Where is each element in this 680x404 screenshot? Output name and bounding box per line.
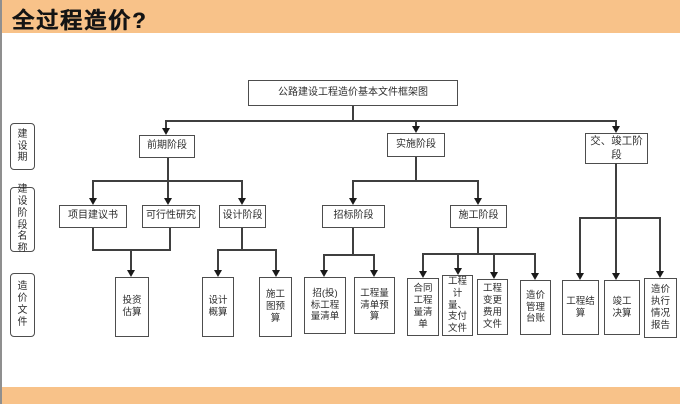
connector-vline — [579, 218, 581, 273]
connector-vline — [422, 254, 424, 271]
connector-vline — [659, 218, 661, 271]
connector-vline — [352, 228, 354, 255]
connector-vline — [615, 163, 617, 218]
connector-vline — [477, 228, 479, 254]
connector-vline — [352, 181, 354, 198]
arrow-down-icon — [612, 126, 620, 133]
arrow-down-icon — [419, 271, 427, 278]
connector-vline — [493, 254, 495, 272]
connector-vline — [373, 255, 375, 270]
connector-vline — [130, 250, 132, 270]
node-bidding-stage: 招标阶段 — [322, 205, 385, 228]
arrow-down-icon — [127, 270, 135, 277]
footer-bar — [2, 387, 680, 404]
connector-hline — [323, 254, 375, 256]
connector-vline — [217, 250, 219, 270]
arrow-down-icon — [612, 273, 620, 280]
connector-vline — [169, 228, 171, 250]
connector-hline — [92, 180, 243, 182]
connector-vline — [615, 121, 617, 127]
side-label-cost-docs: 造价文件 — [10, 273, 35, 337]
page-title: 全过程造价? — [12, 8, 148, 33]
connector-vline — [534, 254, 536, 273]
connector-vline — [92, 181, 94, 198]
connector-hline — [579, 217, 661, 219]
connector-vline — [241, 228, 243, 250]
arrow-down-icon — [531, 273, 539, 280]
node-root: 公路建设工程造价基本文件框架图 — [248, 80, 458, 106]
connector-vline — [615, 218, 617, 273]
node-execution-report: 造价执行情况报告 — [644, 278, 677, 338]
node-settlement: 工程结算 — [562, 280, 599, 335]
arrow-down-icon — [412, 126, 420, 133]
node-construction-drawing-budget: 施工图预算 — [259, 277, 292, 337]
node-cost-ledger: 造价管理台账 — [520, 280, 551, 335]
connector-hline — [422, 253, 536, 255]
node-investment-estimate: 投资估算 — [115, 277, 149, 337]
node-contract-boq: 合同工程量清单 — [407, 278, 439, 336]
connector-vline — [167, 158, 169, 199]
connector-vline — [323, 255, 325, 270]
connector-vline — [241, 181, 243, 198]
arrow-down-icon — [320, 270, 328, 277]
node-impl-stage: 实施阶段 — [387, 133, 445, 157]
arrow-down-icon — [349, 198, 357, 205]
arrow-down-icon — [370, 270, 378, 277]
node-final-accounts: 竣工决算 — [604, 280, 640, 335]
node-boq-budget: 工程量清单预算 — [354, 277, 395, 334]
arrow-down-icon — [576, 273, 584, 280]
connector-vline — [165, 121, 167, 129]
arrow-down-icon — [164, 198, 172, 205]
arrow-down-icon — [474, 198, 482, 205]
arrow-down-icon — [238, 198, 246, 205]
node-handover-stage: 交、竣工阶段 — [585, 133, 648, 164]
arrow-down-icon — [214, 270, 222, 277]
node-feasibility-study: 可行性研究 — [142, 205, 200, 228]
node-change-cost-docs: 工程变更费用文件 — [477, 279, 508, 335]
node-design-stage: 设计阶段 — [219, 205, 266, 228]
header-bar: 全过程造价? — [2, 0, 680, 33]
arrow-down-icon — [162, 128, 170, 135]
connector-vline — [415, 121, 417, 127]
connector-vline — [415, 157, 417, 181]
connector-hline — [217, 249, 277, 251]
arrow-down-icon — [272, 270, 280, 277]
node-construction-stage: 施工阶段 — [450, 205, 507, 228]
connector-hline — [352, 180, 479, 182]
node-measurement-payment-docs: 工程计量、支付文件 — [442, 275, 473, 336]
arrow-down-icon — [656, 271, 664, 278]
node-early-stage: 前期阶段 — [139, 135, 195, 158]
connector-vline — [275, 250, 277, 270]
arrow-down-icon — [89, 198, 97, 205]
arrow-down-icon — [454, 268, 462, 275]
node-project-proposal: 项目建议书 — [59, 205, 127, 228]
connector-vline — [477, 181, 479, 198]
node-bid-boq: 招(投)标工程量清单 — [304, 277, 346, 334]
side-label-period: 建设期 — [10, 123, 35, 170]
connector-hline — [165, 120, 617, 122]
connector-vline — [352, 106, 354, 121]
connector-vline — [92, 228, 94, 250]
arrow-down-icon — [490, 272, 498, 279]
connector-vline — [457, 254, 459, 268]
side-label-stage-names: 建设阶段名称 — [10, 184, 35, 254]
node-design-budget: 设计概算 — [202, 277, 234, 337]
